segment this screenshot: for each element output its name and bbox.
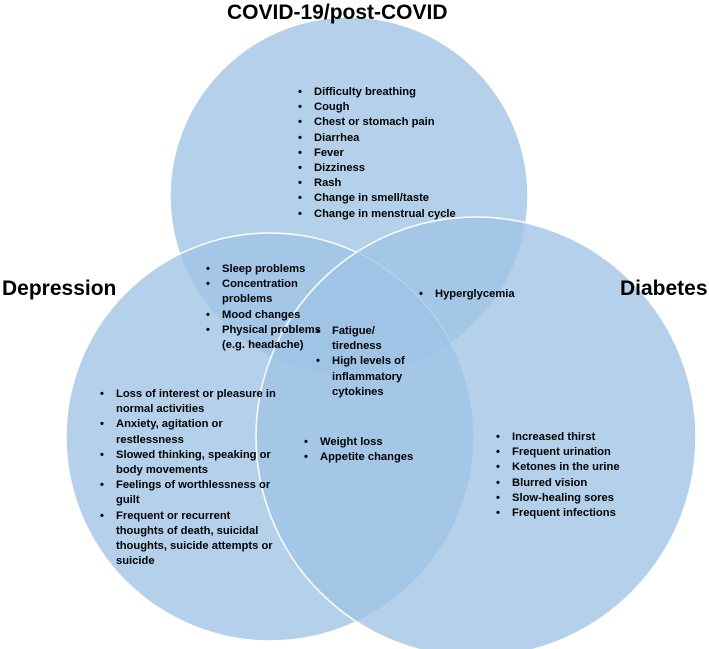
symptom-item: Physical problems (e.g. headache) (206, 323, 326, 353)
symptom-item: Change in smell/taste (298, 191, 488, 206)
depression-set-title: Depression (2, 277, 117, 300)
symptom-item: Sleep problems (206, 262, 326, 277)
symptom-item: Slow-healing sores (496, 491, 646, 506)
symptom-item: Ketones in the urine (496, 460, 646, 475)
covid-diabetes-symptom-list: Hyperglycemia (419, 287, 549, 302)
symptom-item: Slowed thinking, speaking or body moveme… (100, 448, 280, 478)
symptom-item: Weight loss (304, 435, 424, 450)
depression-covid-symptom-list: Sleep problemsConcentration problemsMood… (206, 262, 326, 353)
symptom-item: Dizziness (298, 161, 488, 176)
covid-only-symptom-list: Difficulty breathingCoughChest or stomac… (298, 85, 488, 222)
covid-set-title: COVID-19/post-COVID (227, 1, 448, 24)
symptom-item: Chest or stomach pain (298, 115, 488, 130)
symptom-item: Cough (298, 100, 488, 115)
symptom-item: Frequent urination (496, 445, 646, 460)
symptom-item: Blurred vision (496, 476, 646, 491)
symptom-item: High levels of inflammatory cytokines (316, 354, 416, 400)
symptom-item: Difficulty breathing (298, 85, 488, 100)
depression-only-symptom-list: Loss of interest or pleasure in normal a… (100, 387, 280, 569)
symptom-item: Change in menstrual cycle (298, 207, 488, 222)
shared-symptom-list: Fatigue/ tirednessHigh levels of inflamm… (316, 324, 416, 400)
symptom-item: Diarrhea (298, 131, 488, 146)
symptom-item: Frequent infections (496, 506, 646, 521)
symptom-item: Fatigue/ tiredness (316, 324, 416, 354)
symptom-item: Concentration problems (206, 277, 326, 307)
symptom-item: Loss of interest or pleasure in normal a… (100, 387, 280, 417)
symptom-item: Increased thirst (496, 430, 646, 445)
diabetes-set-title: Diabetes (620, 277, 708, 300)
diabetes-only-symptom-list: Increased thirstFrequent urinationKetone… (496, 430, 646, 521)
symptom-item: Anxiety, agitation or restlessness (100, 417, 280, 447)
symptom-item: Appetite changes (304, 450, 424, 465)
symptom-item: Frequent or recurrent thoughts of death,… (100, 509, 280, 570)
symptom-item: Feelings of worthlessness or guilt (100, 478, 280, 508)
symptom-item: Fever (298, 146, 488, 161)
symptom-item: Hyperglycemia (419, 287, 549, 302)
symptom-item: Mood changes (206, 308, 326, 323)
depression-diabetes-symptom-list: Weight lossAppetite changes (304, 435, 424, 466)
symptom-item: Rash (298, 176, 488, 191)
